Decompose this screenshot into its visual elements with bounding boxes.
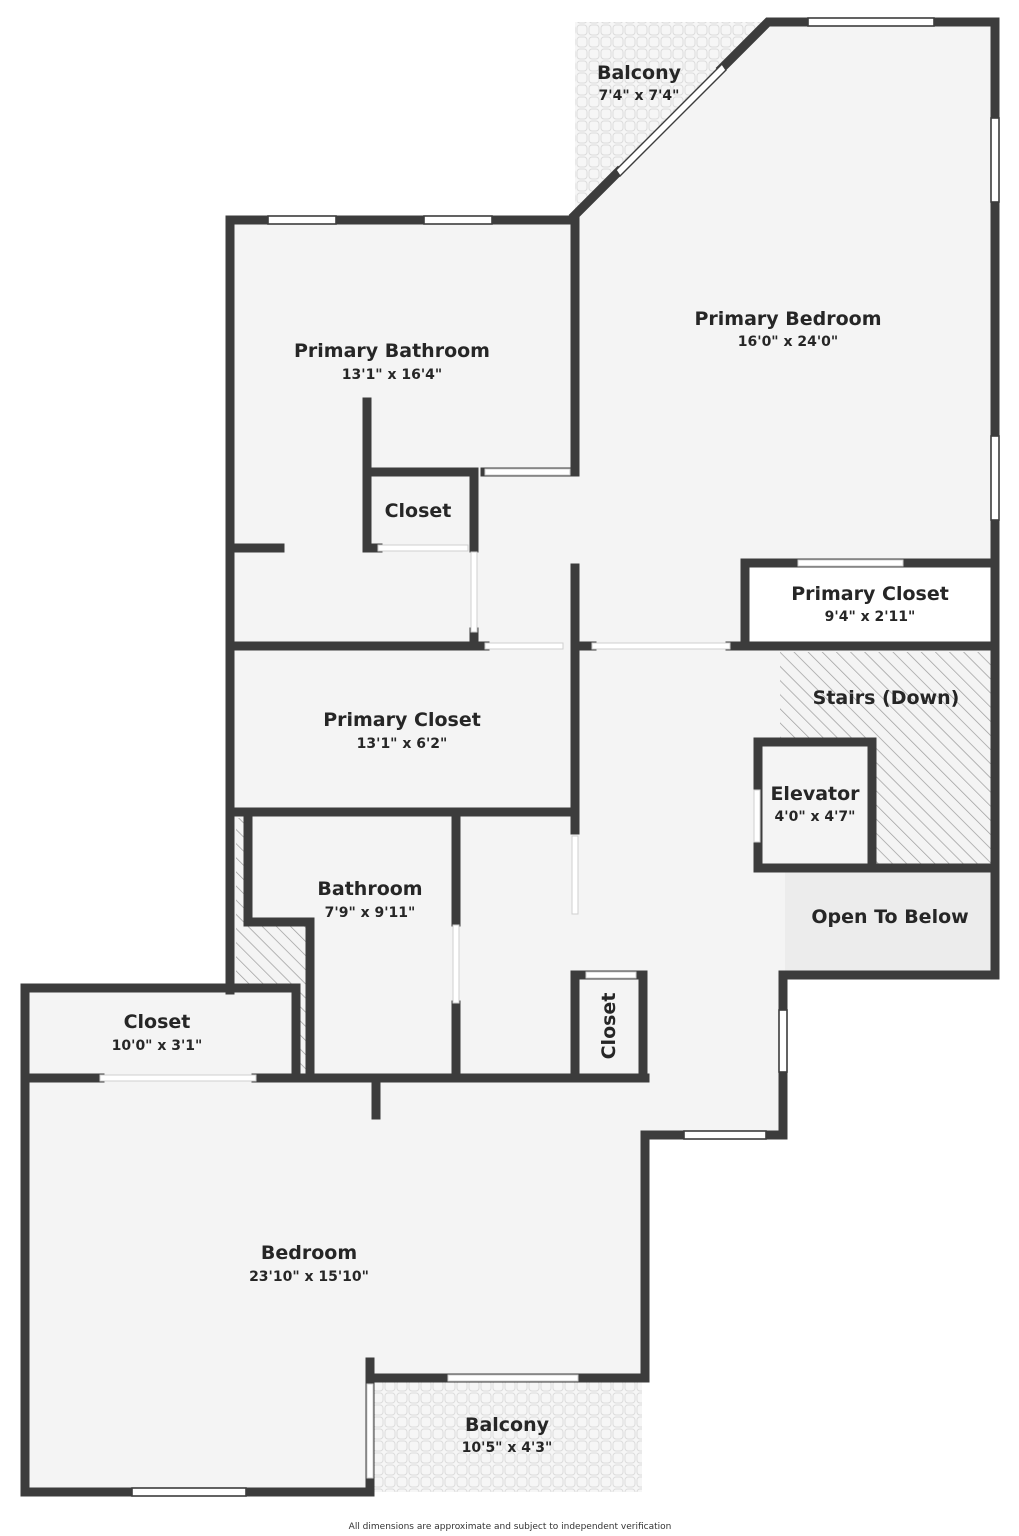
opening <box>591 642 731 650</box>
room-dimensions: 10'0" x 3'1" <box>112 1038 203 1054</box>
room-name: Stairs (Down) <box>813 687 960 709</box>
room-name: Bathroom <box>317 878 422 900</box>
opening <box>366 1383 374 1479</box>
opening <box>447 1374 579 1382</box>
room-name: Balcony <box>465 1414 550 1436</box>
opening <box>585 971 637 979</box>
window <box>990 117 1000 203</box>
room-dimensions: 7'9" x 9'11" <box>325 905 416 921</box>
room-name: Bedroom <box>261 1242 357 1264</box>
opening <box>452 924 460 1004</box>
room-name: Elevator <box>770 783 860 805</box>
opening <box>484 642 564 650</box>
opening <box>571 835 579 915</box>
room-labels: Balcony 7'4" x 7'4" Primary Bedroom 16'0… <box>112 62 969 1456</box>
walls <box>20 17 1000 1497</box>
window <box>267 215 337 225</box>
room-name: Open To Below <box>811 906 968 928</box>
room-name: Balcony <box>597 62 682 84</box>
opening <box>484 468 571 476</box>
stairs-area <box>780 652 992 865</box>
windows <box>99 17 1000 1497</box>
window <box>683 1130 767 1140</box>
room-name: Closet <box>385 500 452 522</box>
room-name: Primary Closet <box>323 709 481 731</box>
opening <box>377 544 469 552</box>
floors <box>25 22 995 1492</box>
window <box>990 435 1000 521</box>
room-dimensions: 4'0" x 4'7" <box>775 809 856 825</box>
room-dimensions: 13'1" x 6'2" <box>357 736 448 752</box>
opening <box>470 551 478 633</box>
bathroom-hatch <box>236 818 310 1075</box>
opening <box>797 559 904 567</box>
room-dimensions: 23'10" x 15'10" <box>249 1269 369 1285</box>
room-dimensions: 13'1" x 16'4" <box>342 367 442 383</box>
room-dimensions: 10'5" x 4'3" <box>462 1440 553 1456</box>
primary-suite-floor <box>25 22 995 1492</box>
window <box>423 215 493 225</box>
window <box>131 1487 247 1497</box>
disclaimer-text: All dimensions are approximate and subje… <box>349 1522 672 1532</box>
room-dimensions: 9'4" x 2'11" <box>825 609 916 625</box>
room-name: Primary Bathroom <box>294 340 490 362</box>
room-name: Closet <box>124 1011 191 1033</box>
room-name: Primary Closet <box>791 583 949 605</box>
balcony-bottom-floor <box>374 1382 642 1492</box>
balcony-door <box>615 62 727 178</box>
window <box>807 17 935 27</box>
opening <box>753 789 761 843</box>
room-dimensions: 7'4" x 7'4" <box>599 88 680 104</box>
opening <box>99 1074 257 1082</box>
room-name: Closet <box>598 993 620 1060</box>
window <box>778 1009 788 1073</box>
open-to-below-area <box>785 872 995 975</box>
room-dimensions: 16'0" x 24'0" <box>738 334 838 350</box>
room-name: Primary Bedroom <box>694 308 881 330</box>
